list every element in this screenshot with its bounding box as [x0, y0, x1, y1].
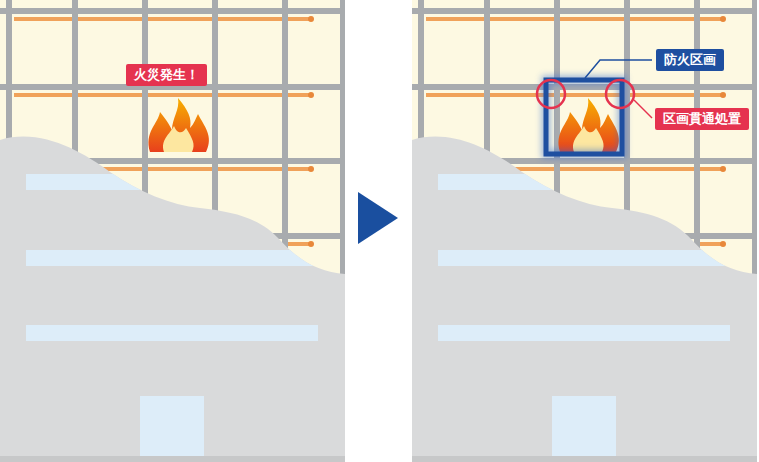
window-band: [438, 325, 730, 341]
pipe: [14, 17, 310, 21]
penetration-marker: [537, 80, 565, 108]
pipe-end: [720, 92, 726, 98]
ground: [412, 456, 757, 462]
fire-icon: [559, 98, 619, 152]
transition-arrow: [358, 192, 398, 244]
pipe: [426, 17, 722, 21]
pipe: [14, 93, 310, 97]
pipe-end: [308, 241, 314, 247]
entrance-door: [140, 396, 204, 456]
beam: [412, 84, 757, 90]
pipe-end: [720, 16, 726, 22]
callout-label: 防火区画: [656, 49, 724, 71]
label-text: 火災発生！: [134, 67, 199, 82]
window-band: [26, 250, 318, 266]
windows: [438, 174, 730, 341]
building-interior: [412, 0, 757, 462]
flame-core: [573, 126, 604, 152]
beam: [412, 8, 757, 14]
leader-line: [634, 100, 652, 118]
window-band: [438, 174, 730, 190]
alert-label: 火災発生！: [126, 64, 207, 86]
beam: [0, 8, 345, 14]
callout-label: 区画貫通処置: [655, 108, 749, 130]
window-band: [26, 174, 318, 190]
leader-line: [585, 60, 652, 78]
fire-icon: [149, 98, 209, 152]
flame: [149, 98, 209, 152]
label-text: 防火区画: [664, 52, 716, 67]
label-text: 区画貫通処置: [663, 111, 741, 126]
penetration-marker: [606, 80, 634, 108]
pipe-end: [720, 166, 726, 172]
flame: [559, 98, 619, 152]
window-band: [26, 325, 318, 341]
building: [0, 0, 345, 462]
ground: [0, 456, 345, 462]
entrance-door: [552, 396, 616, 456]
facade: [412, 137, 757, 462]
fire-compartment: [546, 80, 622, 154]
windows: [26, 174, 318, 341]
pipe-end: [308, 16, 314, 22]
window-band: [438, 250, 730, 266]
flame-core: [163, 126, 194, 152]
facade: [0, 137, 345, 462]
pipe-end: [308, 166, 314, 172]
compartment-glow: [546, 80, 622, 154]
building-interior: [0, 0, 345, 462]
pipe-end: [720, 241, 726, 247]
pipe: [426, 93, 722, 97]
building: [412, 0, 757, 462]
pipe-end: [308, 92, 314, 98]
